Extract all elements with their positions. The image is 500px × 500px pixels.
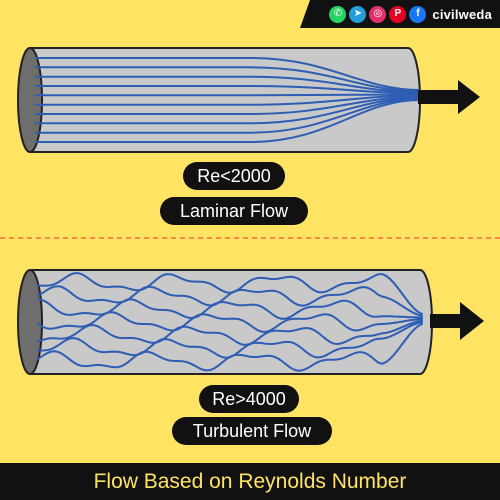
turbulent-streamlines (37, 272, 423, 372)
turbulent-pipe (17, 269, 484, 375)
whatsapp-icon[interactable]: ✆ (329, 5, 347, 23)
turbulent-outlet-arrow (430, 302, 484, 340)
laminar-pipe-inlet (17, 47, 43, 153)
turbulent-streamline (37, 311, 423, 333)
turbulent-streamline (37, 298, 423, 320)
laminar-pipe-body (29, 47, 421, 153)
instagram-icon[interactable]: ◎ (369, 5, 387, 23)
laminar-flow-badge: Laminar Flow (160, 197, 308, 225)
laminar-streamline (35, 57, 421, 91)
laminar-outlet-arrow (418, 80, 480, 114)
turbulent-pipe-inlet (17, 269, 43, 375)
laminar-streamline (35, 94, 421, 106)
laminar-streamlines (35, 57, 421, 143)
laminar-streamline (35, 85, 421, 95)
laminar-streamline (35, 66, 421, 93)
brand-handle: civilweda (432, 6, 492, 22)
telegram-icon[interactable]: ➤ (349, 5, 367, 23)
laminar-streamline (35, 95, 421, 115)
laminar-streamline (35, 97, 421, 134)
turbulent-reynolds-badge: Re>4000 (199, 385, 299, 413)
turbulent-streamline (37, 319, 423, 346)
footer-title: Flow Based on Reynolds Number (0, 463, 500, 500)
laminar-pipe (17, 47, 480, 153)
turbulent-streamline (37, 323, 423, 372)
laminar-streamline (35, 99, 421, 143)
facebook-icon[interactable]: f (409, 5, 427, 23)
laminar-reynolds-badge: Re<2000 (183, 162, 285, 190)
laminar-streamline (35, 93, 421, 97)
laminar-streamline (35, 96, 421, 125)
turbulent-flow-badge: Turbulent Flow (172, 417, 332, 445)
turbulent-streamline (37, 285, 423, 317)
laminar-streamline (35, 75, 421, 94)
pinterest-icon[interactable]: P (389, 5, 407, 23)
